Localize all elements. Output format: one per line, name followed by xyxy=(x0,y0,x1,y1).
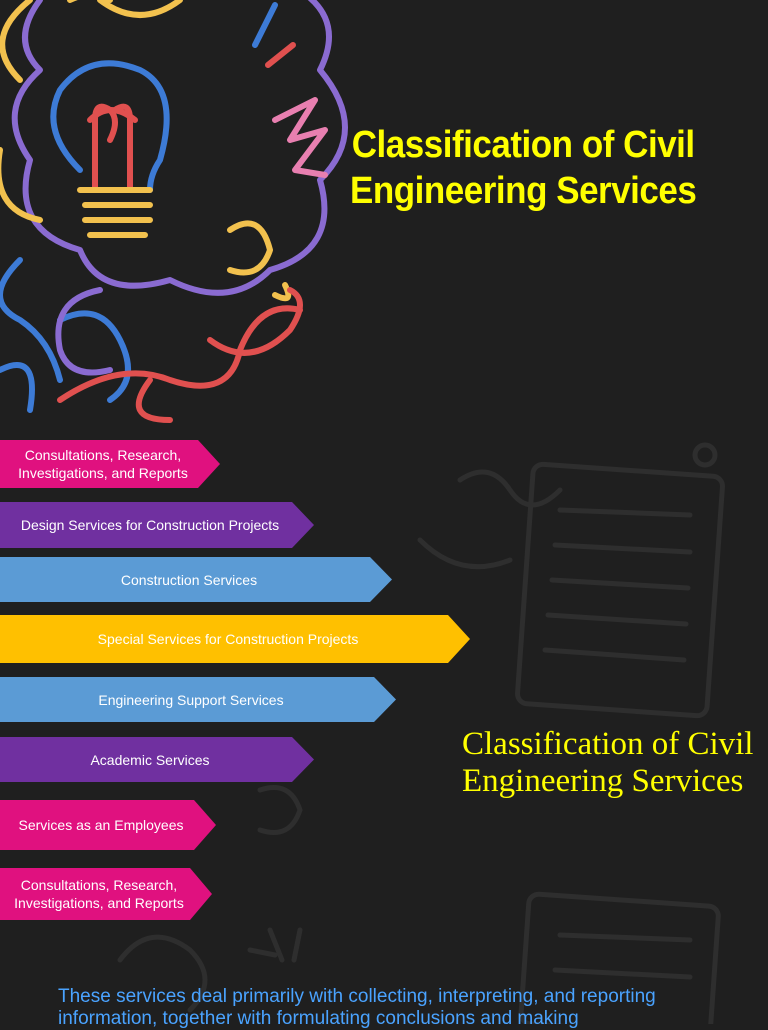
service-arrow: Consultations, Research, Investigations,… xyxy=(0,868,212,920)
side-title: Classification of Civil Engineering Serv… xyxy=(462,726,754,799)
service-label: Construction Services xyxy=(120,571,258,588)
service-label: Consultations, Research, Investigations,… xyxy=(14,877,184,911)
body-text: These services deal primarily with colle… xyxy=(58,986,656,1029)
service-arrow: Academic Services xyxy=(0,737,314,782)
service-arrow: Services as an Employees xyxy=(0,800,216,850)
page-title: Classification of Civil Engineering Serv… xyxy=(350,124,697,212)
service-label: Consultations, Research, Investigations,… xyxy=(18,447,188,481)
service-arrow: Engineering Support Services xyxy=(0,677,396,722)
service-arrow: Special Services for Construction Projec… xyxy=(0,615,470,663)
service-arrow: Design Services for Construction Project… xyxy=(0,502,314,548)
service-arrow: Consultations, Research, Investigations,… xyxy=(0,440,220,488)
service-label: Engineering Support Services xyxy=(98,691,284,708)
service-label: Academic Services xyxy=(90,751,210,768)
service-label: Services as an Employees xyxy=(18,817,184,833)
service-arrow: Construction Services xyxy=(0,557,392,602)
service-label: Special Services for Construction Projec… xyxy=(97,631,359,647)
service-label: Design Services for Construction Project… xyxy=(20,517,280,533)
